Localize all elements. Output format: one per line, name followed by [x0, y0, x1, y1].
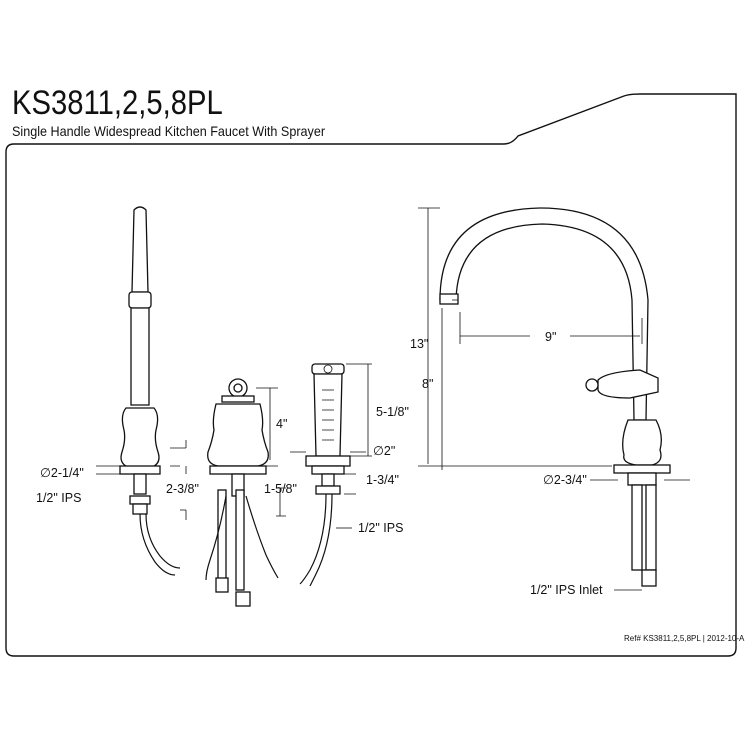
handle-ips-label: 1/2" IPS	[36, 491, 81, 505]
sprayer-diameter-label: ∅2"	[373, 444, 395, 458]
sprayer-shank-label: 1-3/4"	[366, 473, 399, 487]
spout-drawing	[439, 207, 671, 587]
handle-lever-drawing	[119, 206, 181, 576]
model-title: KS3811,2,5,8PL	[12, 84, 223, 122]
handle-base-height-label: 2-3/8"	[166, 482, 199, 496]
spout-base-diameter-label: ∅2-3/4"	[543, 473, 587, 487]
sprayer-length-label: 5-1/8"	[376, 405, 409, 419]
reference-label: Ref# KS3811,2,5,8PL | 2012-10-A	[624, 634, 745, 643]
handle-diameter-label: ∅2-1/4"	[40, 466, 84, 480]
valve-handle-drawing	[205, 378, 279, 607]
spout-inlet-label: 1/2" IPS Inlet	[530, 583, 603, 597]
spout-height-label: 13"	[410, 337, 428, 351]
diagram-border	[5, 93, 737, 657]
handle-shank-label: 1-5/8"	[264, 482, 297, 496]
spout-clearance-label: 8"	[422, 377, 433, 391]
sprayer-ips-label: 1/2" IPS	[358, 521, 403, 535]
sprayer-drawing	[299, 363, 351, 587]
spout-reach-label: 9"	[545, 330, 556, 344]
dimension-lines	[96, 207, 690, 591]
handle-top-label: 4"	[276, 417, 287, 431]
product-description: Single Handle Widespread Kitchen Faucet …	[12, 123, 326, 139]
